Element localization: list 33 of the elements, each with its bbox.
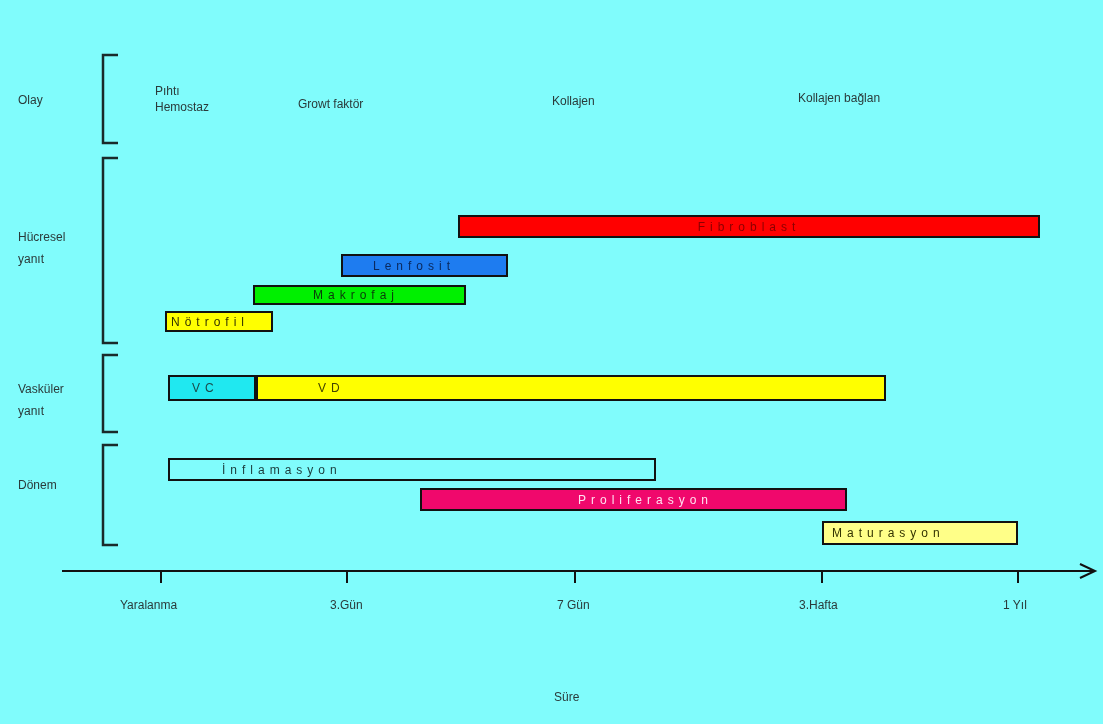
bar-label: Makrofaj: [313, 288, 399, 302]
bar-label: VD: [318, 381, 345, 395]
bar-label: Fibroblast: [697, 219, 801, 234]
timeline-bar: [253, 285, 466, 305]
timeline-bar: [420, 488, 847, 511]
tick-label: 7 Gün: [557, 598, 590, 613]
timeline-bar: [168, 458, 656, 481]
axis-title: Süre: [554, 690, 580, 705]
timeline-bar: [341, 254, 508, 277]
timeline-bar: [458, 215, 1040, 238]
row-label: Vasküler yanıt: [18, 381, 65, 420]
event-label: Kollajen: [552, 94, 595, 109]
row-label: Olay: [18, 93, 43, 108]
row-label: Hücresel yanıt: [18, 229, 67, 268]
event-label: Kollajen bağlan: [798, 91, 881, 106]
bar-label: Maturasyon: [832, 526, 945, 540]
bar-label: İnflamasyon: [222, 462, 342, 477]
event-label: Growt faktör: [298, 97, 364, 112]
event-label: Hemostaz: [155, 100, 210, 115]
event-label: Pıhtı: [155, 84, 180, 99]
tick-label: Yaralanma: [120, 598, 178, 613]
tick-label: 1 Yıl: [1003, 598, 1027, 613]
row-label: Dönem: [18, 478, 57, 493]
timeline-bar: [822, 521, 1018, 545]
tick-label: 3.Gün: [330, 598, 363, 613]
bar-label: VC: [192, 381, 219, 395]
bar-label: Proliferasyon: [578, 492, 714, 507]
tick-label: 3.Hafta: [799, 598, 838, 613]
bar-label: Lenfosit: [373, 258, 456, 273]
timeline-bar: [256, 375, 886, 401]
bar-label: Nötrofil: [171, 314, 249, 329]
timeline-bar: [168, 375, 256, 401]
timeline-bar: [165, 311, 273, 332]
